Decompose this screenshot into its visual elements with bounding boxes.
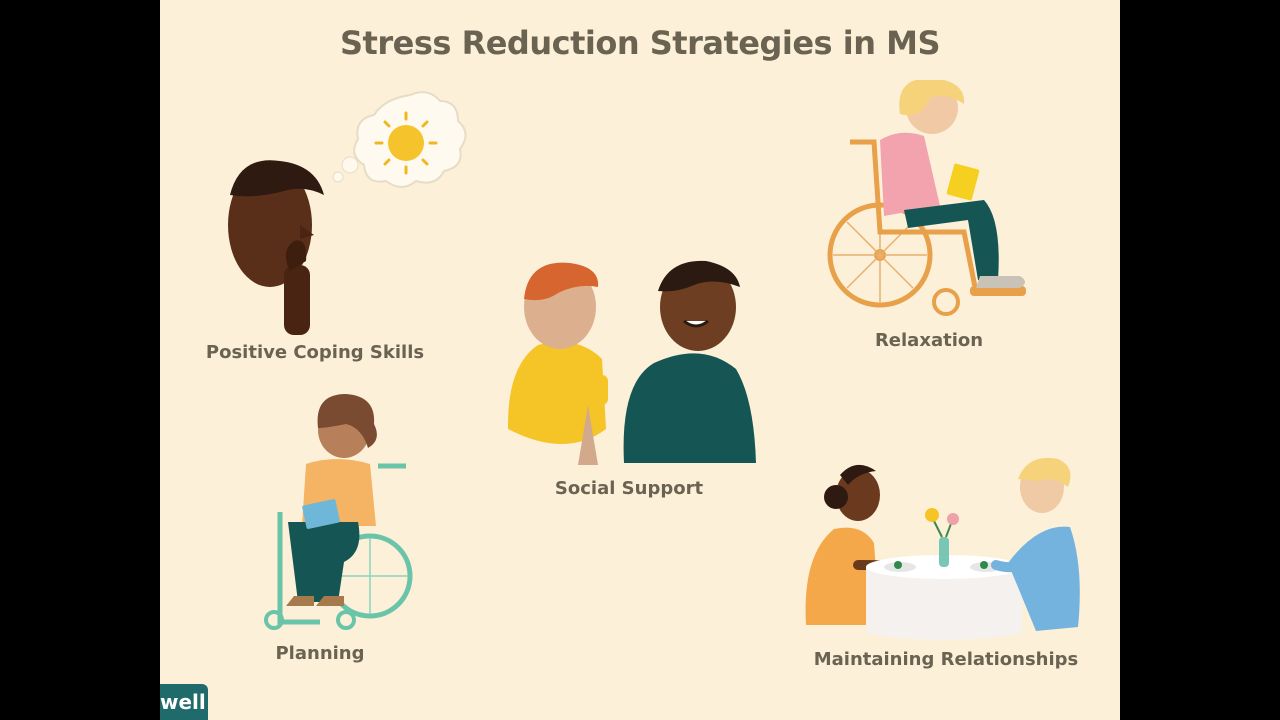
brand-logo: well [160, 684, 208, 720]
man-yellow-shirt [508, 262, 608, 465]
relaxation-illustration [827, 80, 1026, 316]
man-green-hoodie [623, 260, 756, 463]
maintaining-relationships-illustration [805, 457, 1080, 640]
infographic-title: Stress Reduction Strategies in MS [340, 24, 941, 62]
thought-bubble [353, 91, 467, 188]
wheelchair [827, 139, 1026, 316]
label-maintaining-relationships: Maintaining Relationships [813, 649, 1079, 670]
man-blue-shirt [991, 457, 1080, 631]
label-planning: Planning [275, 643, 365, 664]
planning-illustration [264, 394, 413, 630]
social-support-illustration [508, 260, 756, 465]
label-social-support: Social Support [554, 478, 704, 499]
label-relaxation: Relaxation [874, 330, 984, 351]
thinking-man-figure [228, 160, 324, 335]
flower-vase [925, 508, 959, 567]
woman-with-notebook [286, 394, 377, 606]
label-positive-coping-skills: Positive Coping Skills [205, 342, 425, 363]
sun-icon [374, 111, 438, 175]
infographic-canvas: Stress Reduction Strategies in MS [160, 0, 1120, 720]
table [866, 555, 1022, 640]
woman-reading [880, 80, 1025, 288]
thinking-person-illustration [228, 91, 467, 335]
